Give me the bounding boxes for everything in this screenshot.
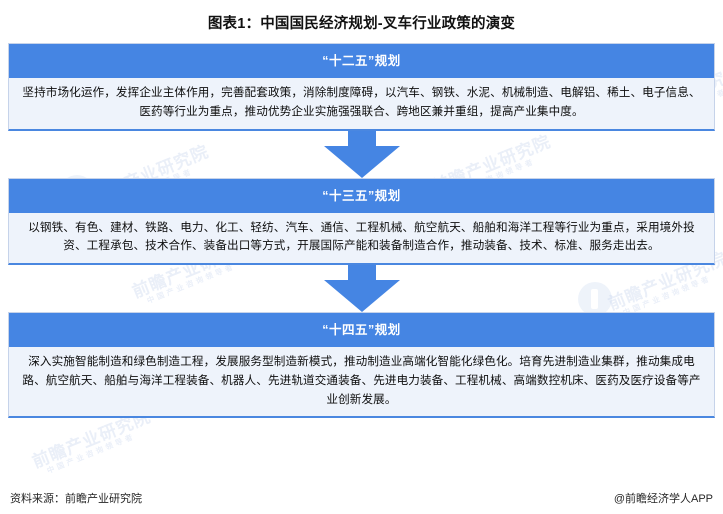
arrow-head bbox=[323, 280, 400, 313]
flow-connector bbox=[8, 130, 715, 178]
arrow-head bbox=[323, 145, 400, 178]
stage-body-text: 坚持市场化运作，发挥企业主体作用，完善配套政策，消除制度障碍，以汽车、钢铁、水泥… bbox=[22, 86, 701, 118]
stage-body-text: 深入实施智能制造和绿色制造工程，发展服务型制造新模式，推动制造业高端化智能化绿色… bbox=[22, 355, 701, 406]
footer-source: 资料来源：前瞻产业研究院 bbox=[10, 493, 142, 505]
page-title: 图表1：中国国民经济规划-叉车行业政策的演变 bbox=[207, 16, 516, 32]
watermark-sub-text: 中国产业咨询领导者 bbox=[45, 431, 137, 476]
footer: 资料来源：前瞻产业研究院 @前瞻经济学人APP bbox=[0, 490, 723, 506]
arrow-down-icon bbox=[323, 130, 400, 178]
footer-attribution: @前瞻经济学人APP bbox=[613, 493, 713, 505]
arrow-shaft bbox=[347, 265, 376, 282]
stage-header-label: “十四五”规划 bbox=[9, 313, 714, 348]
flow-connector bbox=[8, 265, 715, 313]
policy-evolution-flow: “十二五”规划 坚持市场化运作，发挥企业主体作用，完善配套政策，消除制度障碍，以… bbox=[8, 33, 715, 419]
stage-header-label: “十三五”规划 bbox=[9, 178, 714, 213]
arrow-down-icon bbox=[323, 265, 400, 313]
flow-stage-13th-five-year-plan: “十三五”规划 以钢铁、有色、建材、铁路、电力、化工、轻纺、汽车、通信、工程机械… bbox=[8, 177, 715, 266]
arrow-shaft bbox=[347, 130, 376, 147]
stage-body-text: 以钢铁、有色、建材、铁路、电力、化工、轻纺、汽车、通信、工程机械、航空航天、船舶… bbox=[28, 220, 695, 253]
stage-header-label: “十二五”规划 bbox=[9, 44, 714, 78]
flow-stage-12th-five-year-plan: “十二五”规划 坚持市场化运作，发挥企业主体作用，完善配套政策，消除制度障碍，以… bbox=[8, 43, 715, 131]
flow-stage-14th-five-year-plan: “十四五”规划 深入实施智能制造和绿色制造工程，发展服务型制造新模式，推动制造业… bbox=[8, 312, 715, 419]
